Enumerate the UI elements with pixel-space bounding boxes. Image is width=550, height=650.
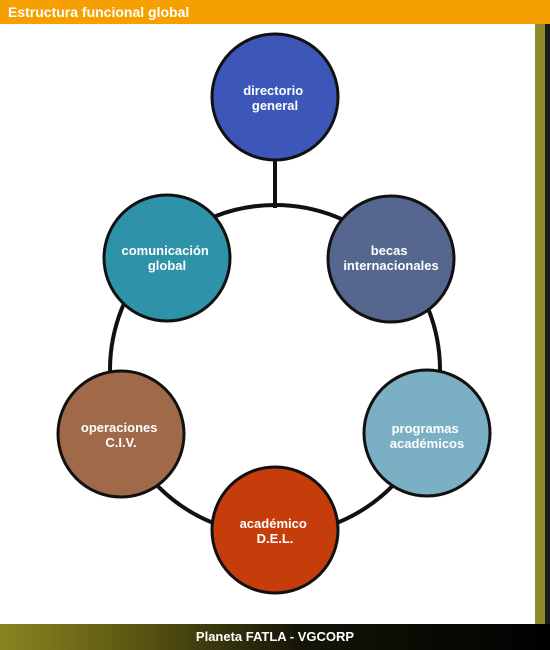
node-becas-internacionales: becas internacionales — [326, 194, 456, 324]
node-circle — [362, 368, 492, 498]
svg-text:directorio general: directorio general — [243, 83, 307, 113]
page-title: Estructura funcional global — [0, 0, 550, 24]
node-label-line: becas — [371, 243, 408, 258]
node-circle — [56, 369, 186, 499]
svg-text:programas académicos: programas académicos — [390, 421, 464, 451]
node-label-line: global — [148, 258, 186, 273]
page-footer: Planeta FATLA - VGCORP — [0, 624, 550, 650]
node-label-line: operaciones — [81, 420, 158, 435]
node-label-line: D.E.L. — [257, 531, 294, 546]
right-border-shadow — [545, 24, 550, 624]
node-operaciones-civ: operaciones C.I.V. — [56, 369, 186, 499]
node-label-line: general — [252, 98, 298, 113]
node-circle — [210, 32, 340, 162]
node-programas-academicos: programas académicos — [362, 368, 492, 498]
svg-text:becas internacionales: becas internacionales — [343, 243, 438, 273]
node-circle — [210, 465, 340, 595]
node-label-line: directorio — [243, 83, 303, 98]
node-academico-del: académico D.E.L. — [210, 465, 340, 595]
svg-text:comunicación global: comunicación global — [121, 243, 212, 273]
node-label-line: académico — [240, 516, 307, 531]
node-label-line: C.I.V. — [105, 435, 136, 450]
svg-text:operaciones C.I.V.: operaciones C.I.V. — [81, 420, 161, 450]
node-directorio-general: directorio general — [210, 32, 340, 162]
node-label-line: programas — [392, 421, 459, 436]
node-label-line: comunicación — [121, 243, 208, 258]
right-border-stripe — [535, 24, 545, 624]
node-circle — [102, 193, 232, 323]
node-comunicacion-global: comunicación global — [102, 193, 232, 323]
node-label-line: internacionales — [343, 258, 438, 273]
node-label-line: académicos — [390, 436, 464, 451]
svg-text:académico D.E.L.: académico D.E.L. — [240, 516, 311, 546]
node-circle — [326, 194, 456, 324]
